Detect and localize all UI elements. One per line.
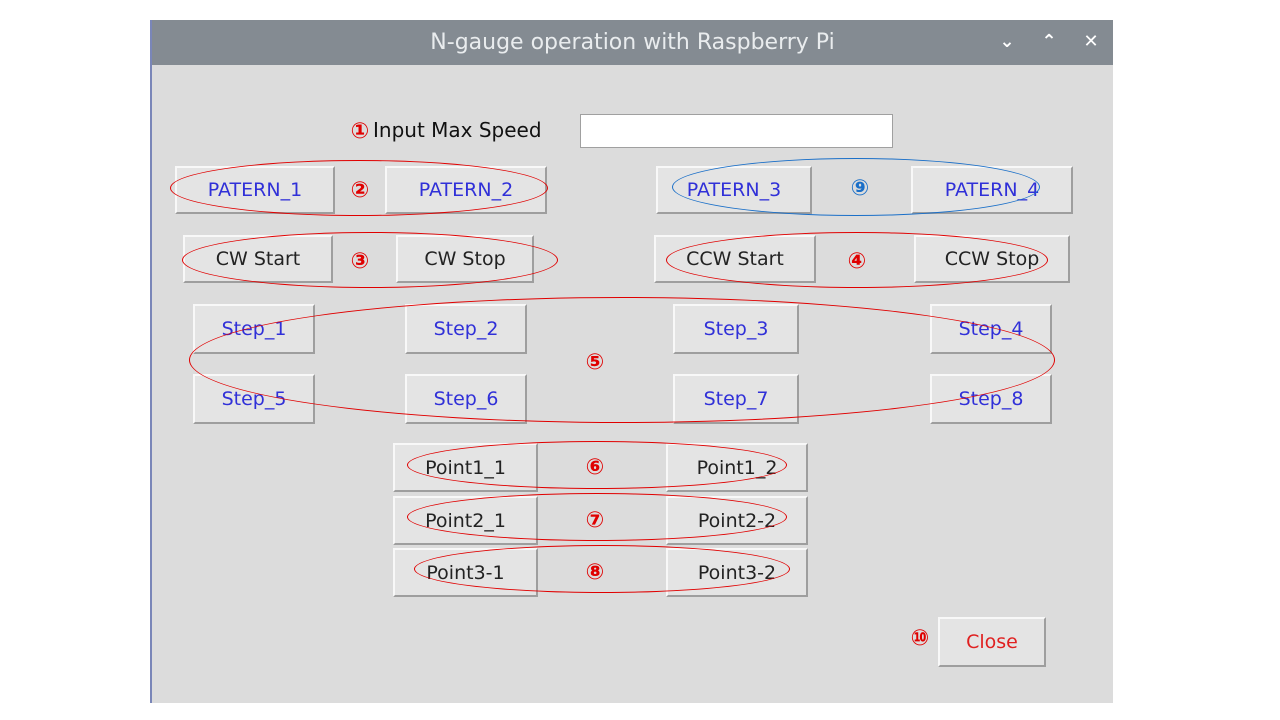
patern-2-button[interactable]: PATERN_2: [385, 166, 547, 214]
window-title: N-gauge operation with Raspberry Pi: [430, 30, 835, 55]
annotation-marker-10: ⑩: [910, 626, 930, 651]
step-6-button[interactable]: Step_6: [405, 374, 527, 424]
close-icon[interactable]: ✕: [1083, 31, 1099, 52]
step-1-button[interactable]: Step_1: [193, 304, 315, 354]
step-8-button[interactable]: Step_8: [930, 374, 1052, 424]
step-3-button[interactable]: Step_3: [673, 304, 799, 354]
annotation-marker-3: ③: [350, 249, 370, 274]
patern-4-button[interactable]: PATERN_4: [911, 166, 1073, 214]
patern-3-button[interactable]: PATERN_3: [656, 166, 812, 214]
max-speed-label: Input Max Speed: [373, 118, 542, 142]
patern-1-button[interactable]: PATERN_1: [175, 166, 335, 214]
cw-start-button[interactable]: CW Start: [183, 235, 333, 283]
annotation-marker-1: ①: [350, 119, 370, 144]
ccw-stop-button[interactable]: CCW Stop: [914, 235, 1070, 283]
annotation-marker-5: ⑤: [585, 350, 605, 375]
point2-2-button[interactable]: Point2-2: [666, 496, 808, 545]
annotation-marker-4: ④: [847, 249, 867, 274]
step-4-button[interactable]: Step_4: [930, 304, 1052, 354]
annotation-marker-6: ⑥: [585, 455, 605, 480]
annotation-ellipse-5: [189, 297, 1055, 423]
cw-stop-button[interactable]: CW Stop: [396, 235, 534, 283]
point3-1-button[interactable]: Point3-1: [393, 548, 538, 597]
ccw-start-button[interactable]: CCW Start: [654, 235, 816, 283]
title-bar[interactable]: N-gauge operation with Raspberry Pi ⌄ ⌃ …: [152, 20, 1113, 65]
point2-1-button[interactable]: Point2_1: [393, 496, 538, 545]
annotation-marker-9: ⑨: [850, 176, 870, 201]
point3-2-button[interactable]: Point3-2: [666, 548, 808, 597]
maximize-icon[interactable]: ⌃: [1041, 31, 1057, 52]
close-button[interactable]: Close: [938, 617, 1046, 667]
point1-2-button[interactable]: Point1_2: [666, 443, 808, 492]
max-speed-input[interactable]: [580, 114, 893, 148]
minimize-icon[interactable]: ⌄: [999, 31, 1015, 52]
annotation-marker-8: ⑧: [585, 560, 605, 585]
app-window: N-gauge operation with Raspberry Pi ⌄ ⌃ …: [150, 20, 1113, 703]
annotation-marker-2: ②: [350, 178, 370, 203]
step-7-button[interactable]: Step_7: [673, 374, 799, 424]
step-2-button[interactable]: Step_2: [405, 304, 527, 354]
step-5-button[interactable]: Step_5: [193, 374, 315, 424]
point1-1-button[interactable]: Point1_1: [393, 443, 538, 492]
annotation-marker-7: ⑦: [585, 508, 605, 533]
